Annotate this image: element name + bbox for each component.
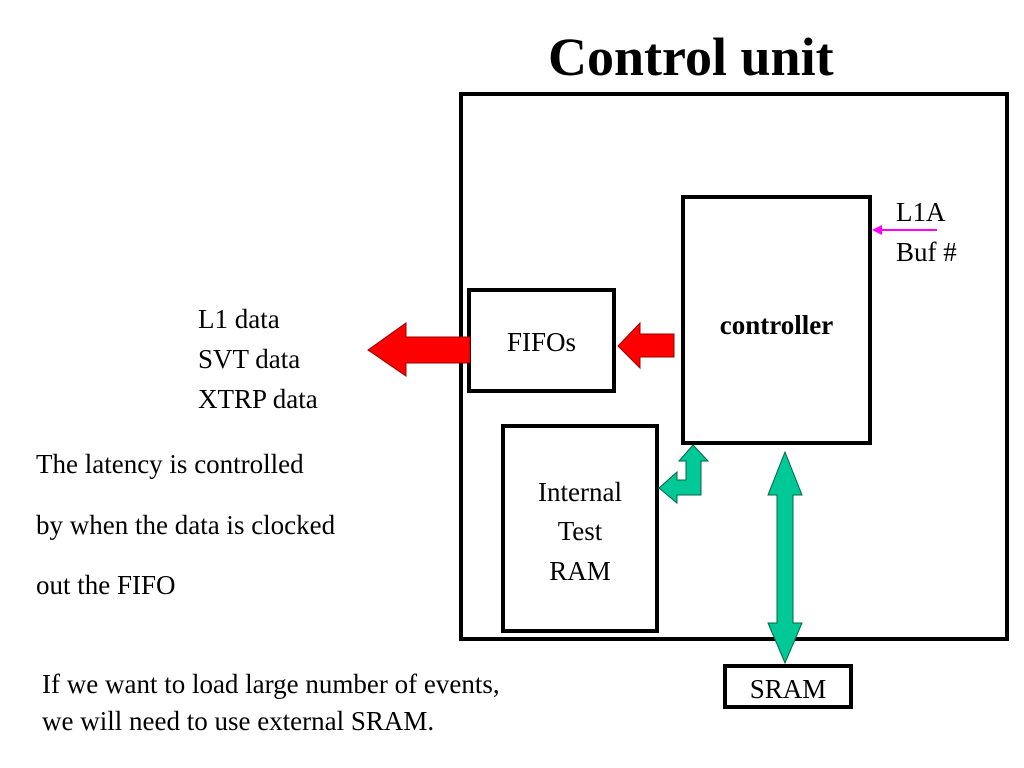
- internal-test-ram-label-line1: Internal: [538, 477, 622, 507]
- output-label-l1: L1 data: [198, 304, 280, 334]
- internal-test-ram-label-line2: Test: [557, 516, 603, 546]
- output-data-arrow: [367, 322, 471, 377]
- output-label-svt: SVT data: [198, 344, 301, 374]
- sram-note-line1: If we want to load large number of event…: [42, 669, 500, 699]
- latency-note-line1: The latency is controlled: [36, 449, 304, 479]
- slide-title: Control unit: [548, 27, 834, 87]
- latency-note-line3: out the FIFO: [36, 570, 176, 600]
- internal-test-ram-label-line3: RAM: [549, 556, 611, 586]
- controller-block: controller: [681, 195, 872, 445]
- latency-note-line2: by when the data is clocked: [36, 510, 336, 540]
- sram-block: SRAM: [723, 664, 853, 709]
- controller-label: controller: [719, 310, 834, 340]
- l1a-signal-label: L1A: [896, 197, 946, 227]
- internal-test-ram-block: Internal Test RAM: [501, 424, 659, 633]
- buf-signal-label: Buf #: [896, 237, 957, 267]
- fifos-label: FIFOs: [506, 327, 577, 357]
- sram-note-line2: we will need to use external SRAM.: [42, 706, 435, 736]
- sram-label: SRAM: [749, 674, 827, 704]
- fifos-block: FIFOs: [467, 288, 616, 393]
- output-label-xtrp: XTRP data: [198, 384, 318, 414]
